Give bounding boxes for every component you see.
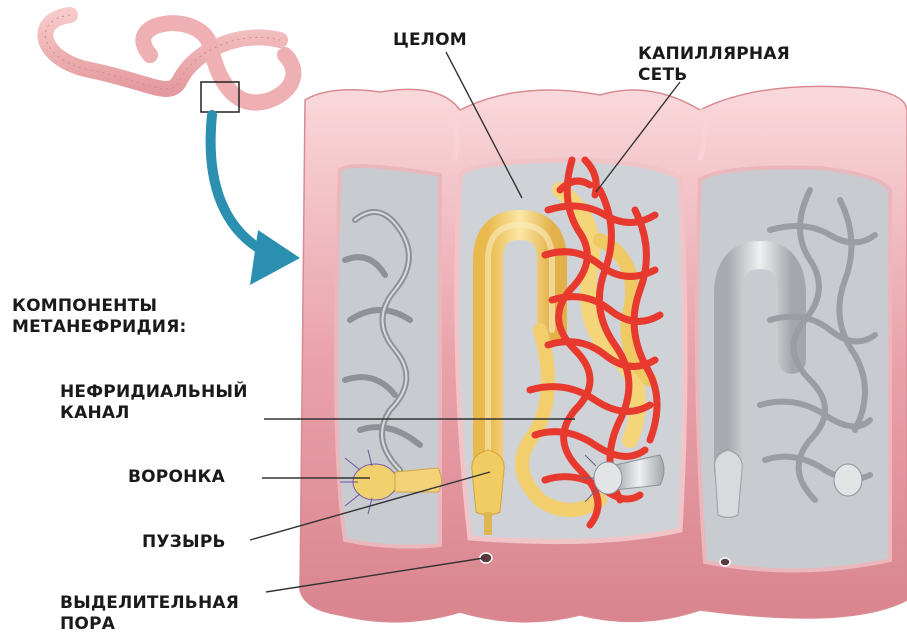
label-celom: ЦЕЛОМ (393, 30, 467, 51)
label-funnel-text: ВОРОНКА (128, 467, 225, 488)
label-celom-text: ЦЕЛОМ (393, 30, 467, 51)
label-bladder-text: ПУЗЫРЬ (142, 532, 226, 553)
label-bladder: ПУЗЫРЬ (142, 532, 226, 553)
label-components-line2: МЕТАНЕФРИДИЯ: (12, 317, 187, 338)
label-pore-line2: ПОРА (60, 614, 239, 635)
label-canal-line1: НЕФРИДИАЛЬНЫЙ (60, 382, 248, 403)
label-components-line1: КОМПОНЕНТЫ (12, 296, 187, 317)
label-capillary-line1: КАПИЛЛЯРНАЯ (638, 44, 790, 65)
label-pore-line1: ВЫДЕЛИТЕЛЬНАЯ (60, 593, 239, 614)
label-capillary-line2: СЕТЬ (638, 65, 790, 86)
label-nephridial-canal: НЕФРИДИАЛЬНЫЙ КАНАЛ (60, 382, 248, 424)
label-funnel: ВОРОНКА (128, 467, 225, 488)
label-excretory-pore: ВЫДЕЛИТЕЛЬНАЯ ПОРА (60, 593, 239, 635)
label-canal-line2: КАНАЛ (60, 403, 248, 424)
zoom-arrow (211, 115, 300, 285)
label-capillary-network: КАПИЛЛЯРНАЯ СЕТЬ (638, 44, 790, 86)
earthworm-illustration (45, 15, 293, 112)
label-components: КОМПОНЕНТЫ МЕТАНЕФРИДИЯ: (12, 296, 187, 338)
